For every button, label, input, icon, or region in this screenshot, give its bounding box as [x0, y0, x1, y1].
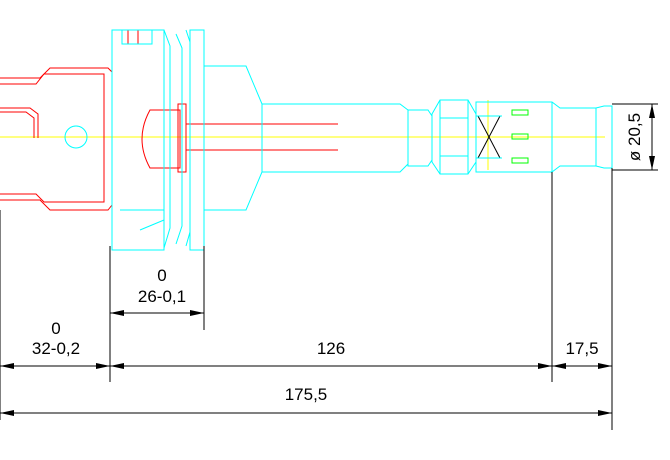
dim-middle: 126 — [317, 339, 345, 358]
insert-marks — [476, 109, 529, 164]
dim-flange-lower: 26-0,1 — [138, 287, 186, 306]
dim-right: 17,5 — [565, 339, 598, 358]
holder-outline — [64, 29, 613, 251]
dim-diameter: ø 20,5 — [625, 113, 644, 161]
dim-left-upper: 0 — [51, 319, 60, 338]
dim-flange-upper: 0 — [157, 266, 166, 285]
dim-left-lower: 32-0,2 — [32, 339, 80, 358]
collet-section — [0, 30, 338, 211]
dim-total: 175,5 — [285, 385, 328, 404]
dimension-lines — [0, 103, 658, 430]
